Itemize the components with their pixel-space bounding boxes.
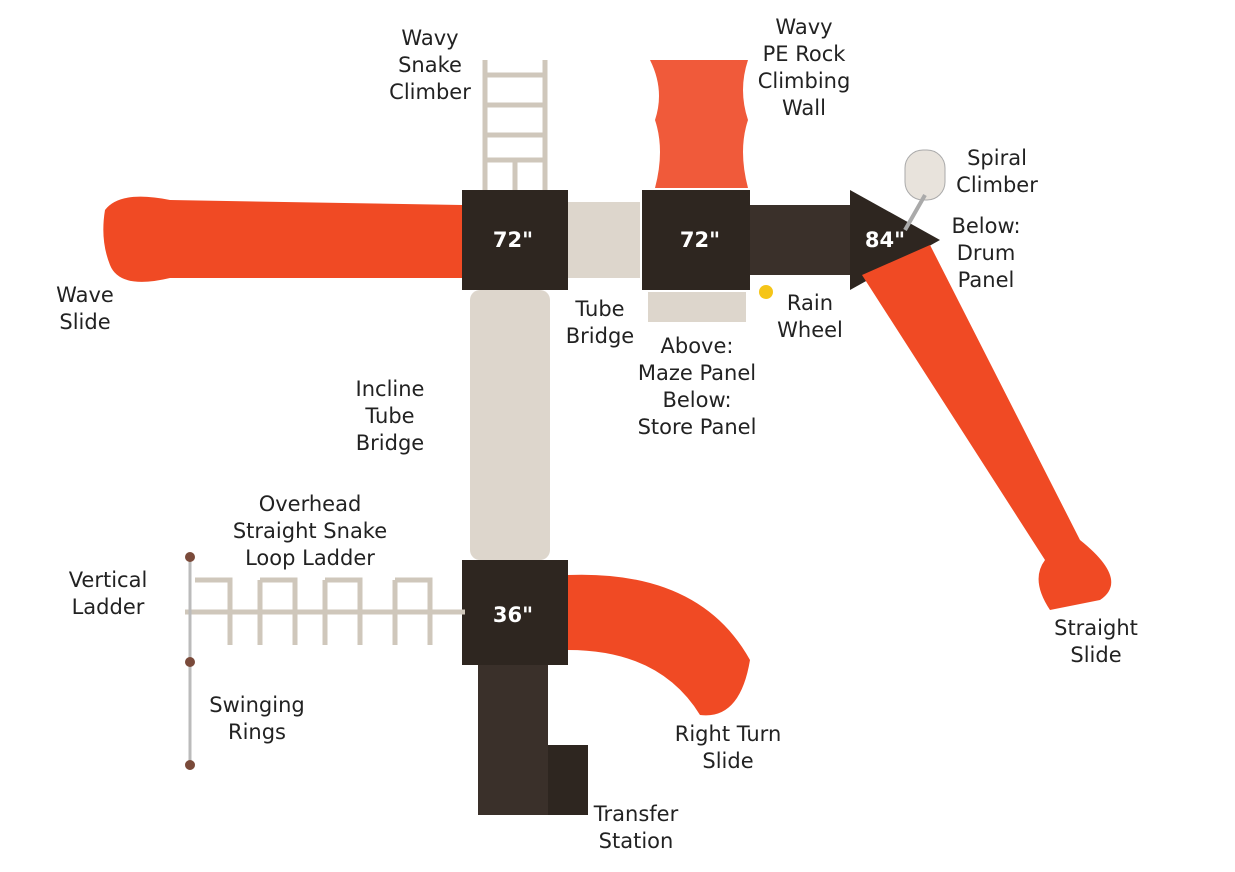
incline-tube-bridge xyxy=(470,290,550,560)
wave-slide xyxy=(103,196,462,282)
overhead-ladder xyxy=(185,577,465,645)
label-transfer-station: Transfer Station xyxy=(593,802,679,853)
tube-bridge xyxy=(568,202,640,278)
rock-climbing-wall xyxy=(650,60,748,188)
straight-slide xyxy=(862,245,1112,610)
deck-72-right xyxy=(642,190,750,290)
deck-height-label: 36" xyxy=(492,603,534,627)
label-overhead-ladder: Overhead Straight Snake Loop Ladder xyxy=(232,492,388,570)
right-turn-slide xyxy=(568,574,750,716)
deck-height-label: 72" xyxy=(492,228,534,252)
label-wave-slide: Wave Slide xyxy=(56,283,114,334)
spiral-climber xyxy=(904,149,946,201)
label-spiral-climber: Spiral Climber xyxy=(956,146,1038,197)
label-swinging-rings: Swinging Rings xyxy=(209,693,305,744)
label-maze-store-panel: Above: Maze Panel Below: Store Panel xyxy=(637,334,757,439)
maze-panel xyxy=(648,292,746,322)
deck-height-label: 72" xyxy=(679,228,721,252)
label-wavy-snake-climber: Wavy Snake Climber xyxy=(389,26,471,104)
label-straight-slide: Straight Slide xyxy=(1054,616,1138,667)
label-drum-panel: Below: Drum Panel xyxy=(951,214,1021,292)
bridge-walk xyxy=(750,205,850,275)
wavy-snake-climber xyxy=(482,60,548,190)
label-vertical-ladder: Vertical Ladder xyxy=(68,568,148,619)
rain-wheel xyxy=(759,285,773,299)
deck-84 xyxy=(850,190,940,290)
label-rain-wheel: Rain Wheel xyxy=(777,291,843,342)
transfer-station xyxy=(478,665,548,815)
label-incline-tube-bridge: Incline Tube Bridge xyxy=(355,377,425,455)
label-tube-bridge: Tube Bridge xyxy=(565,297,635,348)
label-right-turn-slide: Right Turn Slide xyxy=(674,722,782,773)
label-rock-wall: Wavy PE Rock Climbing Wall xyxy=(757,15,851,120)
deck-36 xyxy=(462,560,568,665)
deck-72-left xyxy=(462,190,568,290)
deck-height-label: 84" xyxy=(864,228,906,252)
